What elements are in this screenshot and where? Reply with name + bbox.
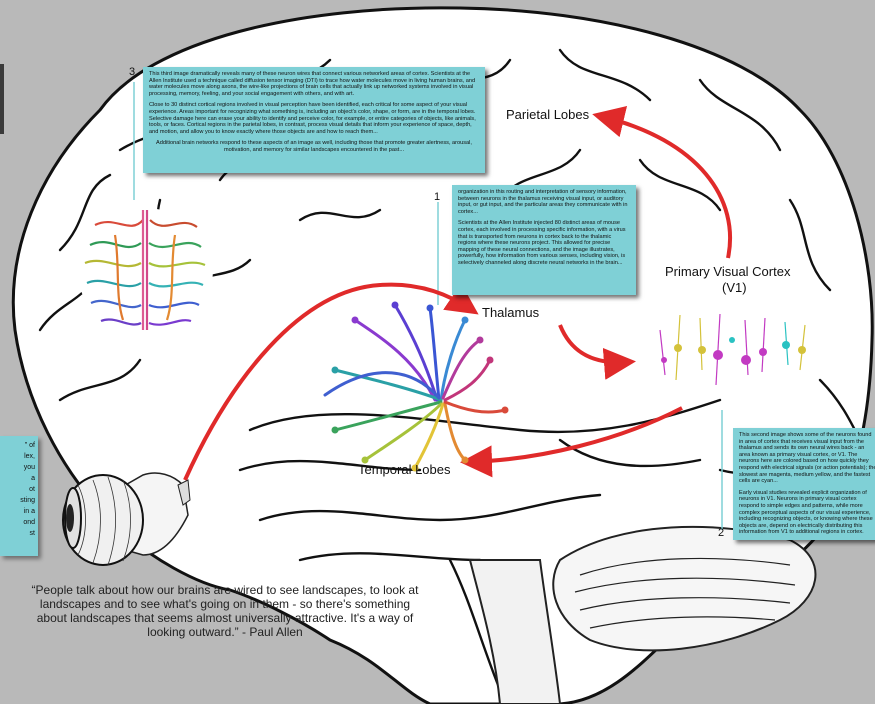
callout-1-para-1: organization in this routing and interpr… (458, 189, 628, 215)
label-parietal-lobes: Parietal Lobes (506, 107, 590, 122)
red-arrows (183, 106, 733, 481)
left-cut-line: lex, (24, 453, 35, 460)
callout-2: This second image shows some of the neur… (733, 428, 875, 540)
callout-3: This third image dramatically reveals ma… (143, 67, 485, 173)
cerebellum-folds (574, 557, 796, 629)
leader-lines (133, 82, 723, 530)
left-cut-line: sting (20, 497, 35, 504)
callout-2-para-1: This second image shows some of the neur… (739, 432, 875, 485)
callout-3-para-3: Additional brain networks respond to the… (156, 140, 472, 153)
eye-illustration (62, 472, 191, 566)
left-cut-line: ond (23, 519, 35, 526)
left-cut-line: you (23, 464, 35, 471)
thalamus-neuron-bundle (323, 303, 507, 470)
callout-1: organization in this routing and interpr… (452, 185, 636, 295)
callout-3-para-1: This third image dramatically reveals ma… (149, 71, 476, 97)
callout-1-para-2: Scientists at the Allen Institute inject… (458, 220, 626, 266)
left-cut-line: st (29, 530, 35, 537)
cerebellum (552, 525, 817, 652)
dti-brain-image (77, 208, 213, 332)
thalamus-neuron-tips (331, 301, 509, 472)
left-edge-fragment (0, 64, 4, 134)
brainstem (468, 559, 562, 704)
arrow-thalamus-to-v1 (558, 324, 636, 380)
arrow-v1-to-temporal (460, 406, 683, 478)
paul-allen-quote: “People talk about how our brains are wi… (31, 583, 419, 639)
left-cut-callout: " of lex, you a ot sting in a ond st (0, 436, 38, 556)
callout-1-number: 1 (434, 191, 441, 203)
left-cut-line: ot (29, 486, 35, 493)
label-temporal-lobes: Temporal Lobes (358, 462, 451, 477)
v1-image-panel (634, 305, 830, 401)
callout-2-number: 2 (718, 527, 725, 539)
left-cut-line: in a (23, 508, 35, 515)
arrow-eye-to-thalamus (183, 282, 479, 481)
label-v1: (V1) (722, 280, 747, 295)
label-primary-visual-cortex: Primary Visual Cortex (665, 264, 791, 279)
label-thalamus: Thalamus (482, 305, 540, 320)
arrow-v1-to-parietal (592, 106, 733, 259)
callout-2-para-2: Early visual studies revealed explicit o… (739, 489, 873, 536)
left-cut-line: a (31, 475, 35, 482)
callout-3-para-2: Close to 30 distinct cortical regions in… (149, 102, 476, 135)
left-cut-line: " of (24, 442, 35, 449)
v1-neuron-bodies (661, 337, 806, 365)
callout-3-number: 3 (129, 66, 136, 78)
